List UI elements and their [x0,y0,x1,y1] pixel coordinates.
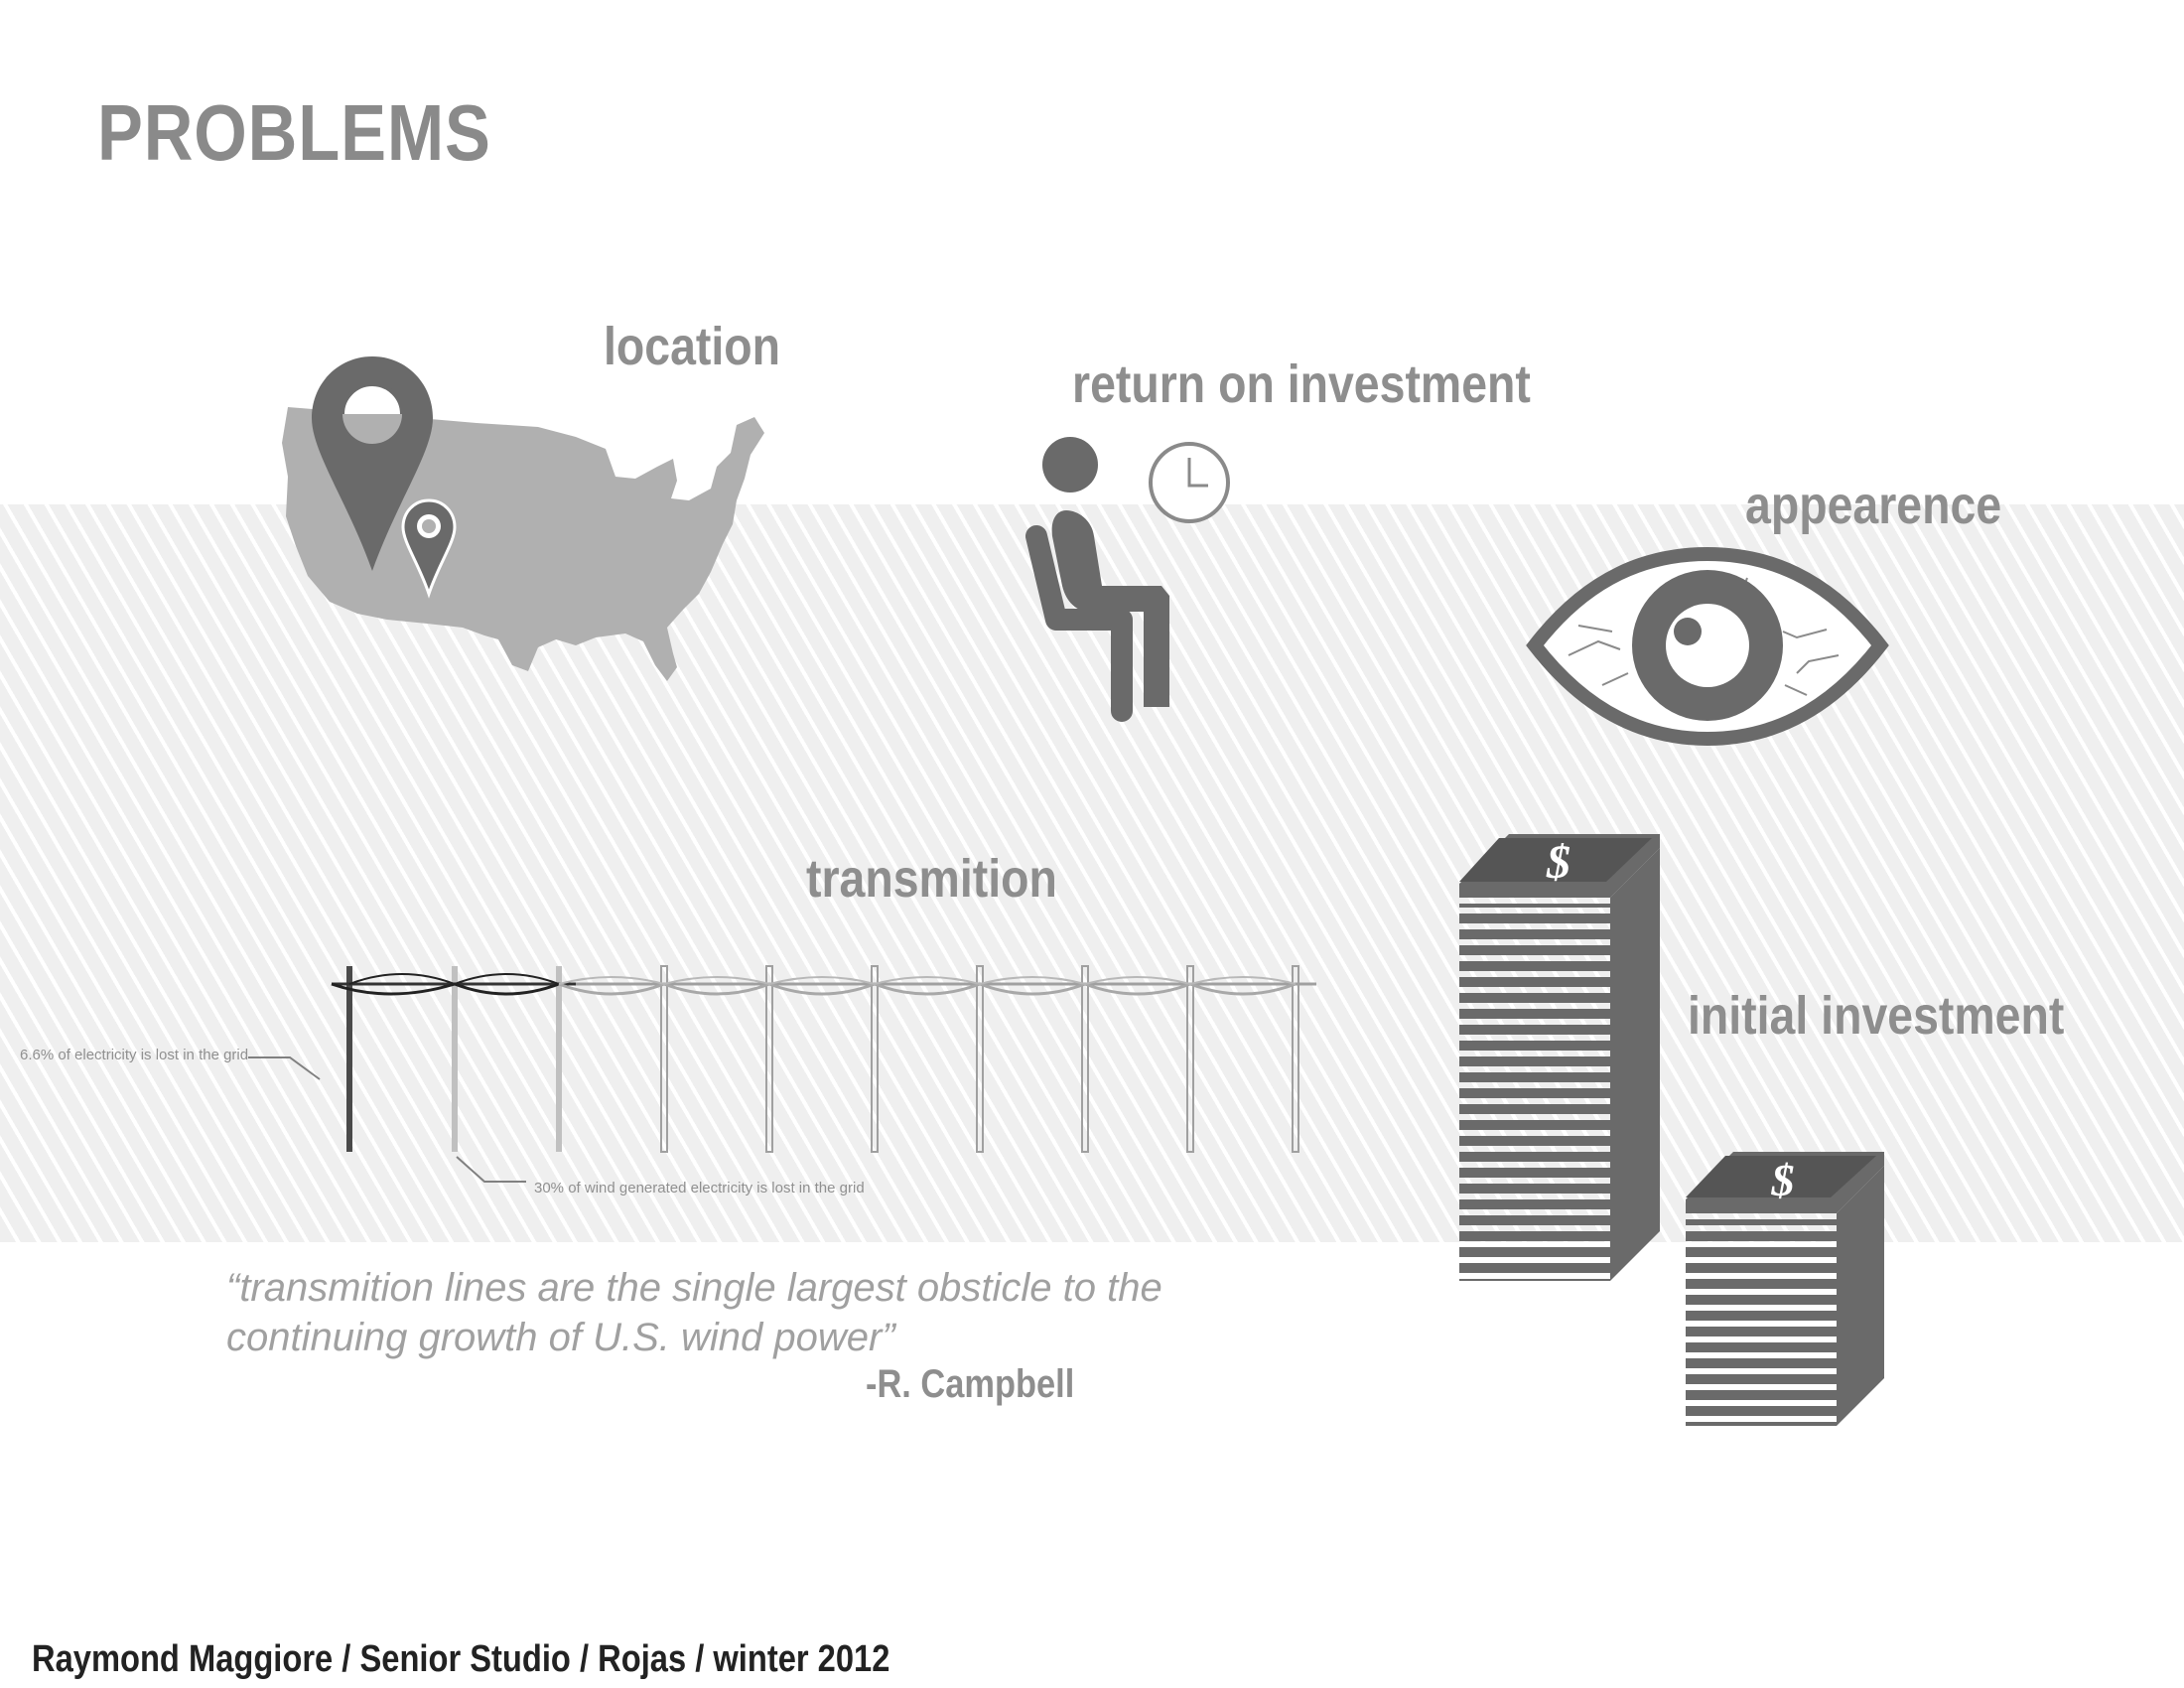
dollar-sign-icon: $ [1546,836,1570,889]
transmission-label: transmition [806,849,1057,909]
quote-block: “transmition lines are the single larges… [226,1263,1219,1362]
bloodshot-eye-icon [1526,546,1889,747]
footer-credit: Raymond Maggiore / Senior Studio / Rojas… [32,1638,890,1680]
money-stack-icon: $ [1459,834,1660,1281]
transmission-note-left: 6.6% of electricity is lost in the grid [20,1047,249,1063]
roi-label: return on investment [1072,354,1531,414]
page-title: PROBLEMS [97,88,491,177]
dollar-sign-small-icon: $ [1771,1155,1795,1205]
power-line-icon [248,965,1316,1183]
location-label: location [604,317,781,376]
quote-author: -R. Campbell [866,1362,1075,1406]
quote-line-1: “transmition lines are the single larges… [226,1266,1162,1310]
location-pin-icon [312,356,433,571]
transmission-note-right: 30% of wind generated electricity is los… [534,1180,865,1196]
location-pin-small-icon [401,498,457,599]
initial-investment-label: initial investment [1688,986,2065,1046]
clock-icon [1149,442,1230,523]
money-stack-small-icon: $ [1686,1152,1884,1426]
appearance-label: appearence [1745,476,2002,535]
seated-person-icon [1025,437,1169,722]
quote-line-2: continuing growth of U.S. wind power” [226,1316,895,1359]
